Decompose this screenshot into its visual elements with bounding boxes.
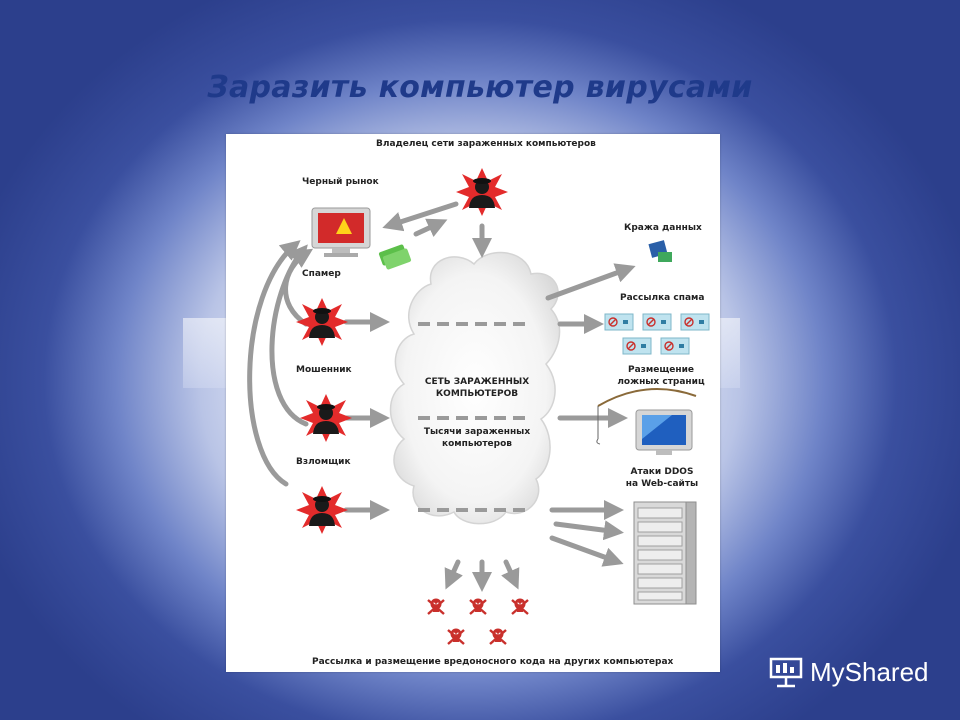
- spam-mail-icon: [604, 313, 634, 331]
- hacker-person-icon: [296, 486, 348, 534]
- spam-label: Рассылка спама: [620, 293, 705, 303]
- cloud-subtitle: Тысячи зараженных компьютеров: [412, 426, 542, 450]
- malware-skull-icon: [468, 597, 488, 616]
- spammer-label: Спамер: [302, 269, 341, 279]
- malware-skull-icon: [510, 597, 530, 616]
- fake-pages-label: Размещение ложных страниц: [606, 364, 716, 388]
- fraudster-person-icon: [300, 394, 352, 442]
- ddos-line2: на Web-сайты: [625, 479, 699, 489]
- data-theft-icon: [648, 240, 672, 262]
- cloud-title-line2: КОМПЬЮТЕРОВ: [435, 389, 519, 399]
- diagram-arrows: [247, 201, 636, 592]
- cloud-subtitle-line2: компьютеров: [442, 439, 512, 449]
- spam-mail-icon: [622, 337, 652, 355]
- presentation-board-icon: [769, 657, 803, 688]
- cloud-title-line1: СЕТЬ ЗАРАЖЕННЫХ: [424, 377, 530, 387]
- cloud-subtitle-line1: Тысячи зараженных: [423, 427, 531, 437]
- botnet-cloud: [389, 251, 561, 525]
- phishing-rod-icon: [596, 387, 697, 445]
- spammer-person-icon: [296, 298, 348, 346]
- watermark-text: MyShared: [810, 656, 929, 687]
- fake-page-monitor-icon: [635, 409, 693, 455]
- ddos-line1: Атаки DDOS: [630, 467, 694, 477]
- malware-spread-label: Рассылка и размещение вредоносного кода …: [312, 657, 674, 667]
- server-rack-icon: [633, 501, 697, 605]
- money-icon: [378, 244, 412, 270]
- spam-mail-icon: [660, 337, 690, 355]
- fake-pages-line1: Размещение: [627, 365, 695, 375]
- owner-label: Владелец сети зараженных компьютеров: [376, 139, 596, 149]
- black-market-monitor-icon: [311, 207, 371, 257]
- cloud-title: СЕТЬ ЗАРАЖЕННЫХ КОМПЬЮТЕРОВ: [412, 376, 542, 400]
- black-market-label: Черный рынок: [302, 177, 379, 187]
- ddos-label: Атаки DDOS на Web-сайты: [612, 466, 712, 490]
- decorative-band-left: [183, 318, 228, 388]
- malware-skull-icon: [426, 597, 446, 616]
- fraudster-label: Мошенник: [296, 365, 352, 375]
- malware-skull-icon: [488, 627, 508, 646]
- botnet-diagram: Владелец сети зараженных компьютеров Чер…: [226, 134, 720, 672]
- myshared-watermark: MyShared: [768, 656, 929, 688]
- slide-title: Заразить компьютер вирусами: [207, 70, 753, 105]
- owner-person-icon: [456, 168, 508, 216]
- data-theft-label: Кража данных: [624, 223, 702, 233]
- spam-mail-icon: [680, 313, 710, 331]
- diagram-graphics: [247, 168, 710, 646]
- spam-mail-icon: [642, 313, 672, 331]
- hacker-label: Взломщик: [296, 457, 351, 467]
- decorative-band-right: [718, 318, 740, 388]
- malware-skull-icon: [446, 627, 466, 646]
- fake-pages-line2: ложных страниц: [617, 377, 705, 387]
